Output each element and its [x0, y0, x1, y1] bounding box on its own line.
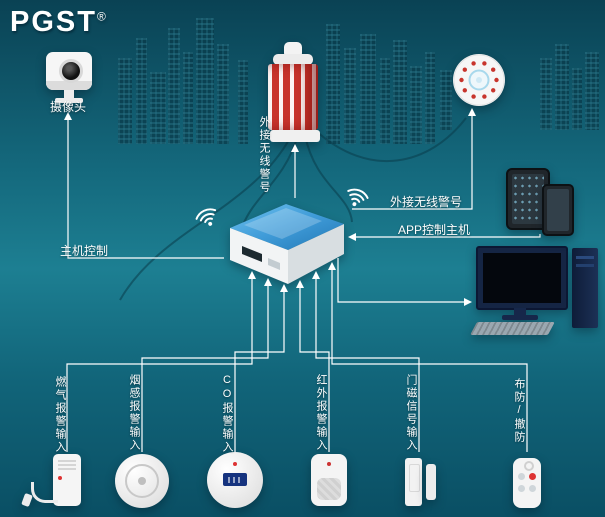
arm-disarm-label: 布防/撤防: [513, 378, 525, 444]
co-detector: [207, 452, 263, 508]
gas-detector: [21, 454, 81, 508]
monitor-stand: [514, 308, 526, 315]
wireless-siren-label: 外接无线警号: [390, 195, 463, 209]
camera-label: 摄像头: [49, 100, 86, 114]
siren-cap: [284, 42, 302, 55]
app-control-label: APP控制主机: [398, 223, 471, 237]
strobe-siren-label: 外接无线警号: [258, 116, 270, 194]
keyfob-button: [529, 485, 536, 492]
pir-input-label: 红外报警输入: [315, 374, 327, 452]
tower-drive-slot: [576, 256, 594, 259]
wireless-siren: [453, 54, 505, 106]
camera-lens-icon: [59, 59, 83, 83]
door-input-label: 门磁信号输入: [405, 374, 417, 452]
smoke-detector: [115, 454, 169, 508]
siren-red-body: [268, 64, 318, 130]
keyboard: [470, 322, 555, 335]
pir-led: [327, 462, 331, 466]
monitor: [476, 246, 568, 310]
logo-text: PGST: [10, 6, 97, 38]
keyfob-button: [518, 485, 525, 492]
pc-tower: [572, 248, 598, 328]
pgst-logo: PGST®: [10, 6, 108, 39]
alarm-host-hub: [230, 204, 344, 284]
phone-screen: [547, 189, 569, 231]
tower-drive-slot: [576, 264, 594, 267]
keyfob-button: [529, 473, 536, 480]
power-cord: [31, 482, 58, 503]
co-lcd-display: [223, 473, 247, 486]
remote-keyfob: [513, 458, 541, 508]
co-input-label: CO报警输入: [221, 374, 233, 454]
host-control-label: 主机控制: [60, 244, 109, 258]
co-led: [233, 462, 237, 466]
ip-camera: [46, 52, 94, 104]
smoke-ring: [125, 464, 159, 498]
registered-mark: ®: [96, 9, 108, 24]
tablet-device: [506, 168, 550, 230]
smoke-center: [138, 477, 146, 485]
camera-base: [55, 98, 83, 103]
monitor-screen: [483, 253, 561, 303]
pir-motion-sensor: [311, 454, 347, 506]
door-sensor-groove: [409, 464, 420, 492]
gas-vents: [58, 460, 76, 470]
monitor-base: [502, 315, 538, 320]
gas-led: [58, 476, 62, 480]
desktop-computer: [470, 238, 602, 338]
camera-band: [46, 81, 92, 90]
pir-lens: [317, 478, 341, 500]
smartphone-device: [542, 184, 574, 236]
smoke-input-label: 烟感报警输入: [128, 374, 140, 452]
door-sensor: [405, 458, 422, 506]
siren-base: [270, 130, 320, 142]
tablet-screen: [512, 174, 544, 224]
siren-shoulder: [273, 54, 313, 65]
gas-input-label: 燃气报警输入: [54, 376, 66, 454]
door-sensor-magnet: [426, 464, 436, 500]
strobe-siren: [262, 42, 324, 142]
keyfob-button: [518, 473, 525, 480]
keyfob-ring-hole: [524, 461, 534, 471]
camera-stand: [64, 90, 74, 98]
